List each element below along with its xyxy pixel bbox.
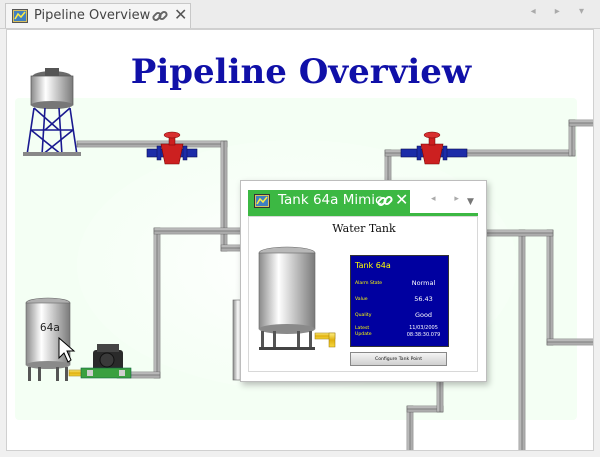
tab-tank-64a-mimic[interactable]: Tank 64a Mimic ✕	[248, 190, 410, 213]
quality-label: Quality	[355, 313, 372, 318]
tank-mimic-popup: Tank 64a Mimic ✕ ◂ ▸ ▼ Water Tank	[240, 180, 487, 382]
link-icon[interactable]	[376, 192, 394, 210]
pump[interactable]	[80, 344, 132, 379]
pipeline-diagram	[23, 68, 593, 450]
document-tab-bar: Pipeline Overview ✕ ◂ ▸ ▾	[0, 0, 600, 29]
tank-status-panel: Tank 64a Alarm State Normal Value 56.43 …	[350, 255, 449, 347]
value-value: 56.43	[414, 295, 433, 303]
status-title: Tank 64a	[355, 261, 391, 270]
tank-64a[interactable]	[25, 297, 100, 381]
water-tower	[23, 68, 81, 156]
popup-tab-strip	[248, 213, 478, 216]
chevron-down-icon[interactable]: ▼	[467, 197, 474, 207]
popup-subtitle: Water Tank	[332, 222, 396, 235]
mouse-cursor-icon	[58, 336, 76, 363]
popup-content: Water Tank Ta	[248, 216, 478, 372]
close-icon[interactable]: ✕	[395, 190, 409, 209]
water-tank-graphic	[258, 246, 336, 350]
tab-nav-arrows[interactable]: ◂ ▸ ▾	[530, 6, 592, 17]
update-label-line1: Latest	[355, 326, 370, 331]
popup-title: Tank 64a Mimic	[278, 192, 383, 208]
update-time: 08:38:30.079	[406, 332, 441, 338]
mimic-icon	[12, 9, 28, 23]
mimic-icon	[254, 194, 270, 208]
valve-right[interactable]	[400, 131, 468, 165]
valve-left[interactable]	[146, 131, 198, 165]
alarm-state-label: Alarm State	[355, 281, 383, 286]
configure-tank-point-button[interactable]: Configure Tank Point	[350, 352, 447, 366]
popup-nav-arrows[interactable]: ◂ ▸	[431, 194, 467, 204]
page-title: Pipeline Overview	[130, 52, 472, 92]
update-label-line2: Update	[355, 332, 372, 337]
close-icon[interactable]: ✕	[174, 5, 188, 24]
value-label: Value	[355, 297, 368, 302]
tab-pipeline-overview[interactable]: Pipeline Overview ✕	[5, 3, 191, 28]
tank-label: 64a	[40, 321, 60, 334]
tab-title: Pipeline Overview	[34, 8, 151, 23]
link-icon[interactable]	[151, 7, 169, 25]
quality-value: Good	[414, 311, 433, 319]
update-date: 11/03/2005	[409, 325, 438, 331]
alarm-state-value: Normal	[411, 279, 436, 287]
